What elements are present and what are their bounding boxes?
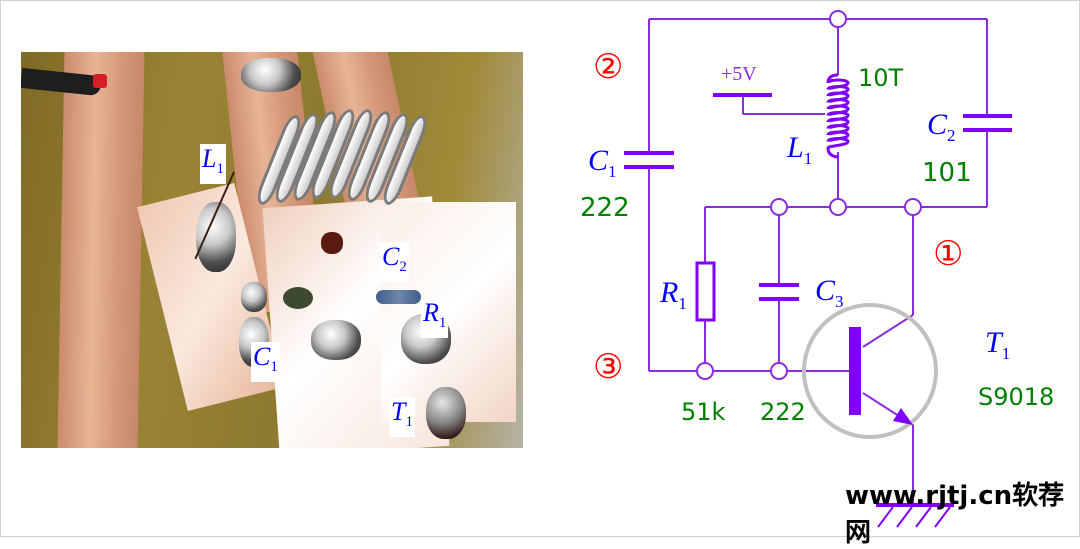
label-letter: L (202, 144, 217, 173)
capacitor-body (321, 232, 343, 254)
solder-joint (311, 320, 361, 360)
c2-value: 101 (922, 158, 972, 188)
label-letter: R (423, 298, 439, 327)
l1-label: L1 (786, 131, 812, 168)
photo-label-t1: T1 (389, 397, 415, 437)
solder-joint (241, 58, 301, 92)
photo-label-c1: C1 (251, 342, 280, 382)
c3-value: 222 (760, 398, 806, 426)
probe-tip (93, 74, 107, 88)
junction-node (770, 198, 788, 216)
transistor-t1-envelope (802, 303, 938, 439)
junctions (696, 10, 922, 380)
transistor-t1-base (849, 327, 861, 415)
junction-node (829, 198, 847, 216)
c2-label: C2 (927, 108, 956, 145)
circuit-schematic: +5V ② ① ③ C1 222 L1 10T C2 101 R (580, 10, 1054, 528)
inductor-l1 (826, 73, 850, 159)
copper-strip (57, 52, 145, 448)
t1-label: T1 (985, 326, 1010, 363)
inductor-coil (826, 73, 850, 159)
collector-lead (862, 314, 914, 348)
label-subscript: 1 (405, 414, 413, 430)
watermark: www.rjtj.cn软荐网 (845, 481, 1065, 548)
label-subscript: 1 (270, 359, 278, 375)
label-letter: C (253, 342, 271, 371)
resistor-r1 (695, 261, 716, 322)
c1-value: 222 (580, 193, 630, 223)
ground-icon (876, 503, 954, 528)
label-subscript: 1 (216, 161, 224, 177)
supply-label: +5V (721, 63, 757, 85)
junction-node (904, 198, 922, 216)
photo-label-l1: L1 (200, 144, 226, 184)
photo-label-c2: C2 (380, 242, 409, 282)
transistor-body (426, 387, 466, 439)
r1-value: 51k (681, 398, 726, 426)
wires (648, 18, 988, 505)
node-1-label: ① (933, 236, 963, 273)
node-2-label: ② (593, 49, 623, 86)
label-subscript: 2 (399, 259, 407, 275)
junction-node (696, 362, 714, 380)
junction-node (829, 10, 847, 28)
resistor-r1-body (376, 290, 421, 304)
photo-label-r1: R1 (421, 298, 449, 338)
node-3-label: ③ (593, 349, 623, 386)
c3-label: C3 (815, 274, 844, 311)
label-letter: T (391, 397, 406, 426)
copper-pad (381, 202, 516, 422)
capacitor-c1-body (283, 287, 313, 309)
r1-label: R1 (659, 276, 687, 313)
solder-joint (241, 282, 267, 312)
label-subscript: 1 (438, 315, 447, 331)
c1-label: C1 (588, 144, 617, 181)
l1-value: 10T (858, 64, 904, 92)
circuit-photo: L1 C2 R1 C1 T1 (21, 52, 523, 448)
label-letter: C (382, 242, 400, 271)
t1-value: S9018 (978, 383, 1054, 411)
junction-node (770, 362, 788, 380)
emitter-arrow-icon (893, 408, 913, 425)
